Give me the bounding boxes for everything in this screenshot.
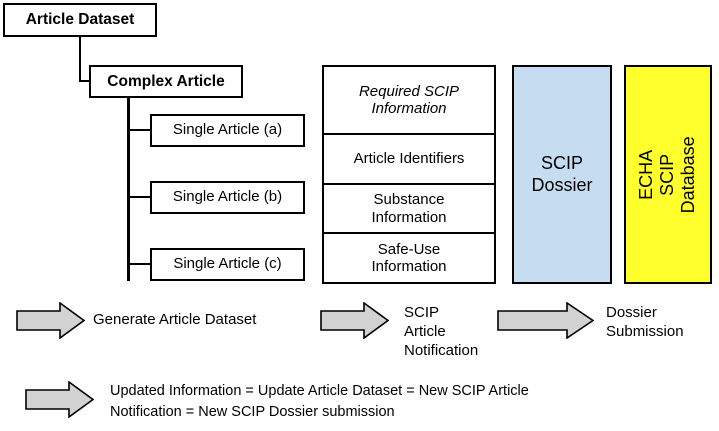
box-echa-scip-database[interactable]: ECHA SCIP Database [624, 65, 712, 284]
arrow-updated-information[interactable] [25, 381, 94, 418]
connector-child-a [127, 129, 151, 131]
table-row-substance-information[interactable]: Substance Information [324, 185, 494, 235]
arrow-dossier-submission[interactable] [497, 302, 594, 339]
box-single-article-c[interactable]: Single Article (c) [150, 248, 305, 281]
box-scip-dossier[interactable]: SCIP Dossier [512, 65, 612, 284]
table-header-required-scip-information: Required SCIP Information [324, 67, 494, 135]
arrow-generate-article-dataset[interactable] [16, 302, 85, 339]
connector-root-vertical [79, 37, 81, 82]
box-single-article-a[interactable]: Single Article (a) [150, 114, 305, 147]
table-row-safe-use-information[interactable]: Safe-Use Information [371, 240, 447, 276]
caption-generate-article-dataset: Generate Article Dataset [93, 311, 257, 328]
connector-root-horizontal [79, 80, 91, 82]
connector-child-b [127, 196, 151, 198]
caption-updated-information-note: Updated Information = Update Article Dat… [110, 383, 529, 421]
box-article-dataset[interactable]: Article Dataset [3, 3, 157, 37]
box-complex-article[interactable]: Complex Article [89, 65, 243, 98]
connector-child-c [127, 263, 151, 265]
box-single-article-b[interactable]: Single Article (b) [150, 181, 305, 214]
arrow-scip-article-notification[interactable] [320, 302, 389, 339]
caption-dossier-submission: Dossier Submission [606, 304, 684, 340]
connector-children-trunk [127, 98, 130, 281]
echa-scip-database-label: ECHA SCIP Database [636, 135, 699, 214]
required-scip-information-table: Required SCIP Information Article Identi… [322, 65, 496, 284]
table-row-article-identifiers[interactable]: Article Identifiers [324, 135, 494, 185]
caption-scip-article-notification: SCIP Article Notification [404, 304, 479, 359]
